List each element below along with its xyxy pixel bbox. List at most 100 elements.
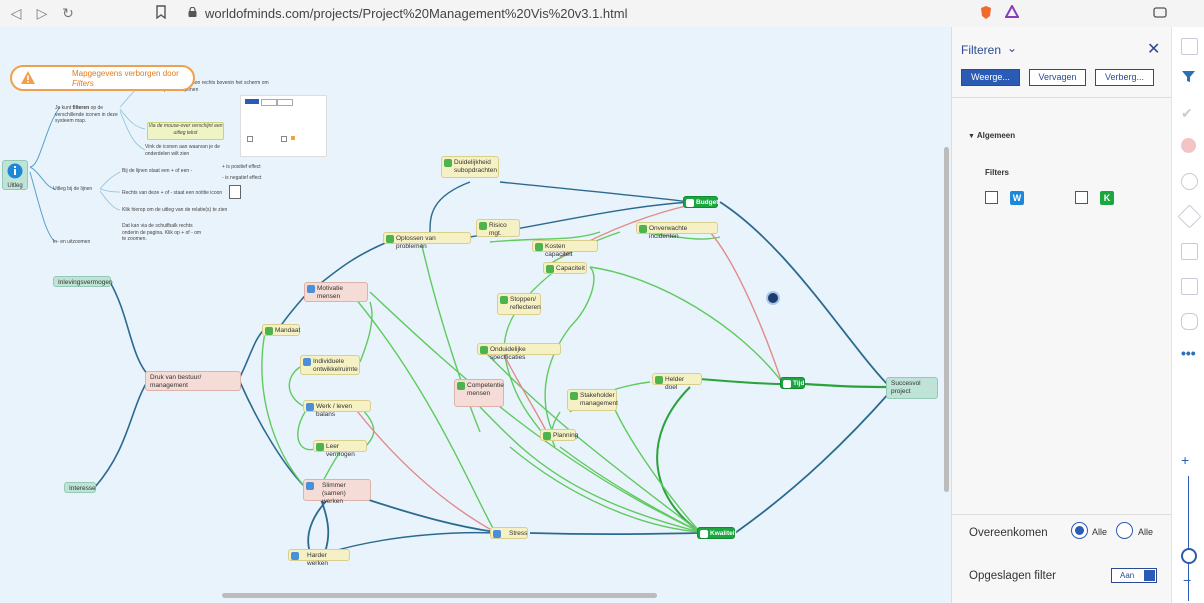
- show-button[interactable]: Weerge...: [961, 69, 1020, 86]
- node-tag-icon: [444, 159, 452, 167]
- link: [369, 291, 701, 533]
- label-icon[interactable]: [1177, 204, 1202, 229]
- section-algemeen[interactable]: ▼ Algemeen: [968, 131, 1015, 140]
- node-harder-werken[interactable]: Harder werken: [288, 549, 350, 567]
- uitleg-node[interactable]: Uitleg: [2, 160, 28, 190]
- zoom-in-icon[interactable]: +: [1181, 452, 1190, 468]
- node-druk[interactable]: Druk van bestuur/ management: [145, 371, 241, 391]
- zoom-out-icon[interactable]: −: [1183, 572, 1192, 588]
- node-kwaliteit[interactable]: Kwaliteit: [697, 527, 737, 539]
- node-tag-icon: [655, 376, 663, 384]
- node-tag-icon: [479, 222, 487, 230]
- hidden-data-banner[interactable]: Mapgegevens verborgen door Filters: [10, 65, 195, 91]
- node-tag-icon: [265, 327, 273, 335]
- image-icon[interactable]: [1181, 38, 1198, 55]
- link: [499, 181, 691, 203]
- node-label: Stakeholder management: [580, 392, 618, 407]
- node-label: Stoppen/ reflecteren: [510, 296, 541, 311]
- node-oplossen[interactable]: Oplossen van problemen: [383, 232, 471, 250]
- node-label: Duidelijkheid subopdrachten: [454, 159, 498, 174]
- chevron-down-icon[interactable]: ⌄: [1007, 41, 1018, 55]
- reload-icon[interactable]: ↻: [62, 5, 74, 21]
- link: [419, 236, 481, 433]
- node-interesse[interactable]: Interesse: [64, 482, 96, 493]
- url-text: worldofminds.com/projects/Project%20Mana…: [205, 6, 628, 21]
- horizontal-scrollbar[interactable]: [222, 593, 657, 598]
- node-onduidelijke[interactable]: Onduidelijke specificaties: [477, 343, 561, 361]
- blur-button[interactable]: Vervagen: [1029, 69, 1086, 86]
- node-tag-icon: [639, 225, 647, 233]
- node-budget[interactable]: Budget: [683, 196, 718, 208]
- node-competentie[interactable]: Competentie mensen: [454, 379, 504, 407]
- match-any-radio[interactable]: [1116, 522, 1133, 539]
- w-badge-icon: [303, 358, 311, 366]
- node-stoppen[interactable]: Stoppen/ reflecteren: [497, 293, 541, 315]
- map-canvas[interactable]: Uitleg Je kunt filteren op de verschille…: [0, 27, 951, 603]
- link: [734, 391, 891, 534]
- mini-filter-screenshot: [240, 95, 327, 157]
- node-stress[interactable]: Stress: [490, 527, 528, 539]
- match-all-label: Alle: [1092, 527, 1108, 537]
- address-bar[interactable]: worldofminds.com/projects/Project%20Mana…: [180, 3, 980, 24]
- match-any-label: Alle: [1138, 527, 1154, 537]
- hide-button[interactable]: Verberg...: [1095, 69, 1154, 86]
- zoom-slider-handle[interactable]: [1181, 548, 1197, 564]
- node-capaciteit[interactable]: Capaciteit: [543, 262, 587, 274]
- node-label: Slimmer (samen) werken: [322, 482, 346, 505]
- back-icon[interactable]: ◁: [10, 5, 22, 21]
- node-label: Interesse: [69, 485, 96, 492]
- zoom-slider-track[interactable]: [1188, 476, 1189, 601]
- node-kosten[interactable]: Kosten capaciteit: [532, 240, 598, 258]
- node-helder-doel[interactable]: Helder doel: [652, 373, 702, 391]
- filter-checkbox-w[interactable]: [985, 191, 998, 204]
- node-risico[interactable]: Risico mgt.: [476, 219, 520, 237]
- node-leer-vermogen[interactable]: Leer vermogen: [313, 440, 367, 458]
- vertical-scrollbar[interactable]: [944, 147, 949, 492]
- link: [288, 366, 306, 408]
- node-slimmer[interactable]: Slimmer (samen) werken: [303, 479, 371, 505]
- node-onverwachte[interactable]: Onverwachte incidenten: [636, 222, 718, 240]
- toggle-knob: [1144, 570, 1155, 581]
- filter-checkbox-k[interactable]: [1075, 191, 1088, 204]
- link-icon[interactable]: [1181, 313, 1198, 330]
- node-individuele[interactable]: Individuele ontwikkelruimte: [300, 355, 360, 375]
- tag-color-icon[interactable]: [1181, 138, 1196, 153]
- document-icon[interactable]: [1181, 278, 1198, 295]
- link: [99, 171, 121, 211]
- saved-filter-toggle[interactable]: Aan: [1111, 568, 1157, 583]
- node-motivatie[interactable]: Motivatie mensen: [304, 282, 368, 302]
- chat-icon[interactable]: [1181, 173, 1198, 190]
- funnel-icon[interactable]: [1181, 69, 1196, 84]
- link: [349, 401, 496, 533]
- close-icon[interactable]: ✕: [1147, 41, 1161, 58]
- node-succesvol[interactable]: Succesvol project: [886, 377, 938, 399]
- explain-negative-text: - is negatief effect: [222, 175, 262, 181]
- forward-icon[interactable]: ▷: [36, 5, 48, 21]
- w-badge-icon: [306, 482, 314, 490]
- node-mandaat[interactable]: Mandaat: [262, 324, 300, 336]
- node-label: Inlevingsvermogen: [58, 279, 113, 286]
- node-werk-leven[interactable]: Werk / leven balans: [303, 400, 371, 418]
- bookmark-icon[interactable]: [153, 5, 169, 21]
- node-stakeholder[interactable]: Stakeholder management: [567, 389, 618, 411]
- link: [261, 331, 306, 488]
- w-badge-icon: W: [1010, 191, 1024, 205]
- more-icon[interactable]: •••: [1181, 345, 1196, 361]
- node-inlevingsvermogen[interactable]: Inlevingsvermogen: [53, 276, 113, 287]
- brave-shield-icon[interactable]: [978, 5, 994, 21]
- node-label: Onduidelijke specificaties: [490, 346, 526, 361]
- divider: [952, 97, 1172, 98]
- node-planning[interactable]: Planning: [540, 429, 578, 441]
- rewards-icon[interactable]: [1004, 3, 1020, 21]
- checkmark-icon[interactable]: ✔: [1181, 105, 1193, 121]
- list-icon[interactable]: [1181, 243, 1198, 260]
- w-badge-icon: [307, 285, 315, 293]
- banner-line1: Mapgegevens verborgen door: [72, 69, 179, 78]
- explain-text: Je kunt: [55, 105, 72, 111]
- wallet-icon[interactable]: [1152, 5, 1168, 21]
- match-all-radio[interactable]: [1071, 522, 1088, 539]
- node-tijd[interactable]: Tijd: [780, 377, 805, 389]
- node-duidelijkheid[interactable]: Duidelijkheid subopdrachten: [441, 156, 499, 178]
- lock-icon: [188, 7, 197, 17]
- link: [239, 381, 306, 488]
